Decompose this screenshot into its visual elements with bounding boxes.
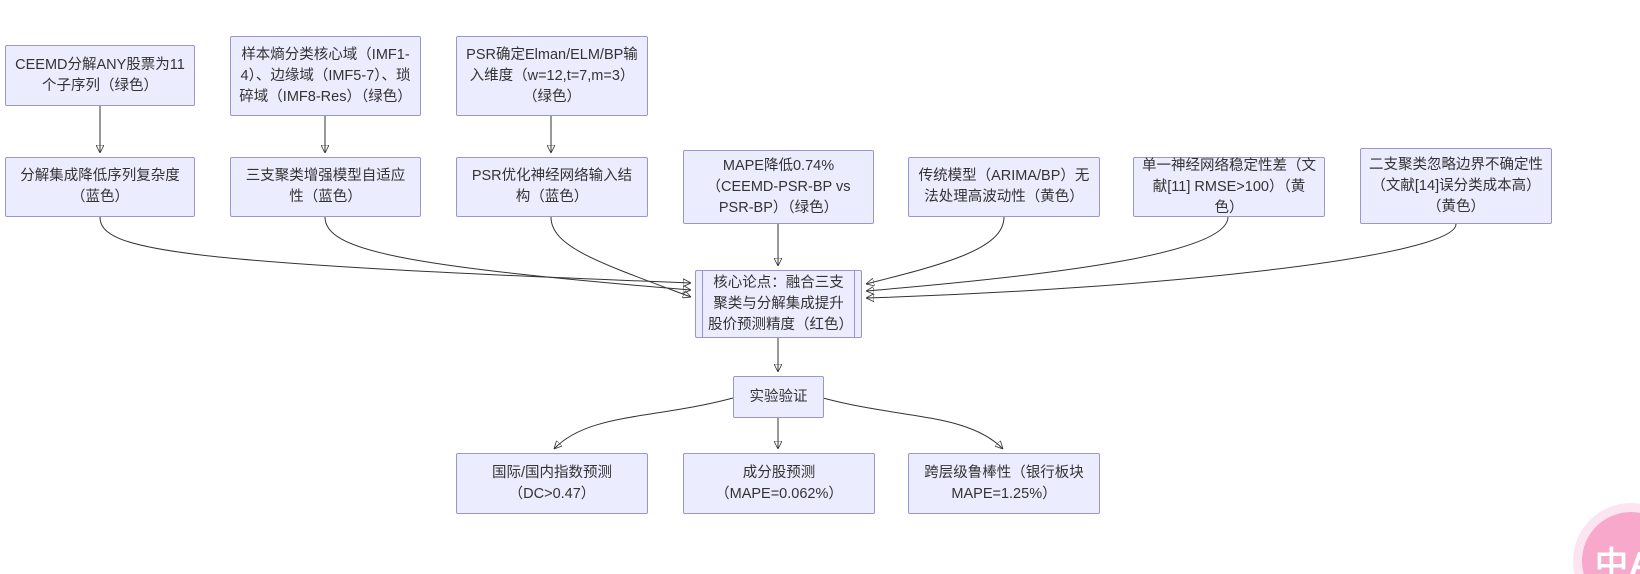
edge-psropt-core bbox=[550, 216, 691, 297]
node-cross-level-robustness: 跨层级鲁棒性（银行板块MAPE=1.25%） bbox=[908, 453, 1100, 514]
node-traditional-model-limit: 传统模型（ARIMA/BP）无法处理高波动性（黄色） bbox=[908, 157, 1100, 217]
edge-twoway-core bbox=[866, 223, 1457, 298]
node-two-way-clustering-limit: 二支聚类忽略边界不确定性（文献[14]误分类成本高）（黄色） bbox=[1360, 148, 1552, 224]
node-psr-input-dimensions: PSR确定Elman/ELM/BP输入维度（w=12,t=7,m=3）（绿色） bbox=[456, 36, 648, 116]
node-index-prediction: 国际/国内指数预测（DC>0.47） bbox=[456, 453, 648, 514]
translate-button[interactable]: 中A bbox=[1582, 512, 1640, 574]
edge-threeway-core bbox=[324, 216, 691, 290]
edge-exp-robust bbox=[822, 397, 1003, 449]
node-core-thesis: 核心论点：融合三支聚类与分解集成提升股价预测精度（红色） bbox=[695, 270, 862, 338]
node-experiment-validation: 实验验证 bbox=[733, 376, 824, 418]
node-psr-optimization: PSR优化神经网络输入结构（蓝色） bbox=[456, 157, 648, 217]
edge-decomp-core bbox=[99, 216, 691, 283]
node-mape-reduction: MAPE降低0.74%（CEEMD-PSR-BP vs PSR-BP）（绿色） bbox=[683, 150, 874, 224]
node-sample-entropy-domains: 样本熵分类核心域（IMF1-4）、边缘域（IMF5-7）、琐碎域（IMF8-Re… bbox=[230, 36, 421, 116]
edge-arima-core bbox=[866, 216, 1005, 284]
node-single-nn-instability: 单一神经网络稳定性差（文献[11] RMSE>100）（黄色） bbox=[1133, 157, 1325, 217]
edge-exp-intl bbox=[554, 397, 734, 449]
node-component-stock-prediction: 成分股预测（MAPE=0.062%） bbox=[683, 453, 875, 514]
node-three-way-clustering: 三支聚类增强模型自适应性（蓝色） bbox=[230, 157, 421, 217]
edge-singlenn-core bbox=[866, 216, 1229, 291]
node-decomposition-complexity: 分解集成降低序列复杂度（蓝色） bbox=[5, 157, 195, 217]
node-ceemd-decomposition: CEEMD分解ANY股票为11个子序列（绿色） bbox=[5, 45, 195, 106]
